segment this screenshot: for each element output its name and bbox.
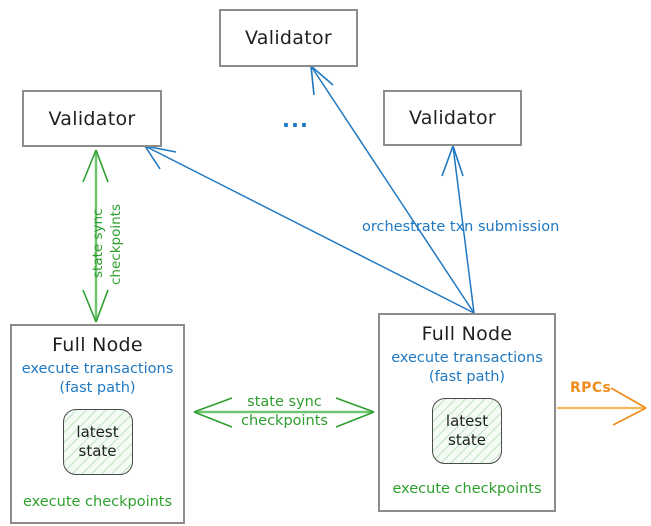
state-sync-horizontal-label: state sync checkpoints: [232, 393, 337, 431]
orchestrate-txn-submission-label: orchestrate txn submission: [362, 219, 560, 235]
validator-label: Validator: [48, 107, 136, 130]
latest-state-line-2: state: [448, 431, 486, 450]
edge-state-sync-horizontal: [193, 397, 375, 428]
edge-fullnode-to-validator-left: [144, 145, 475, 314]
validator-box-left[interactable]: Validator: [22, 90, 162, 147]
full-node-box-left[interactable]: Full Node execute transactions (fast pat…: [10, 324, 185, 524]
full-node-execute-checkpoints: execute checkpoints: [22, 494, 173, 511]
full-node-execute-checkpoints: execute checkpoints: [392, 481, 542, 498]
full-node-execute-transactions: execute transactions (fast path): [391, 349, 543, 386]
validator-label: Validator: [244, 27, 332, 49]
full-node-execute-transactions: execute transactions (fast path): [22, 360, 174, 397]
latest-state-line-2: state: [78, 442, 117, 461]
edge-state-sync-vertical: [82, 149, 109, 323]
state-sync-label-line-2: checkpoints: [241, 412, 328, 429]
full-node-title: Full Node: [421, 323, 513, 345]
edge-fullnode-to-validator-top: [310, 65, 475, 314]
edge-fullnode-to-validator-right: [441, 145, 475, 314]
execute-transactions-line-1: execute transactions: [391, 350, 543, 366]
latest-state-line-1: latest: [445, 411, 489, 430]
edge-rpcs: [557, 387, 647, 426]
validator-box-right[interactable]: Validator: [383, 90, 522, 146]
validator-label: Validator: [408, 107, 496, 129]
latest-state-line-1: latest: [76, 422, 119, 441]
full-node-box-right[interactable]: Full Node execute transactions (fast pat…: [378, 313, 556, 512]
state-sync-vertical-label-line-1: state sync: [90, 208, 106, 279]
full-node-title: Full Node: [52, 334, 143, 356]
latest-state-pill[interactable]: latest state: [62, 409, 133, 476]
execute-transactions-line-1: execute transactions: [21, 361, 174, 377]
rpcs-label: RPCs: [570, 380, 612, 396]
execute-transactions-line-2: (fast path): [59, 379, 136, 396]
validators-ellipsis: ...: [282, 108, 309, 132]
execute-transactions-line-2: (fast path): [428, 368, 506, 385]
state-sync-label-line-1: state sync: [247, 394, 322, 410]
latest-state-pill[interactable]: latest state: [432, 398, 502, 465]
validator-box-top[interactable]: Validator: [219, 9, 358, 67]
state-sync-vertical-label-line-2: checkpoints: [108, 204, 124, 285]
